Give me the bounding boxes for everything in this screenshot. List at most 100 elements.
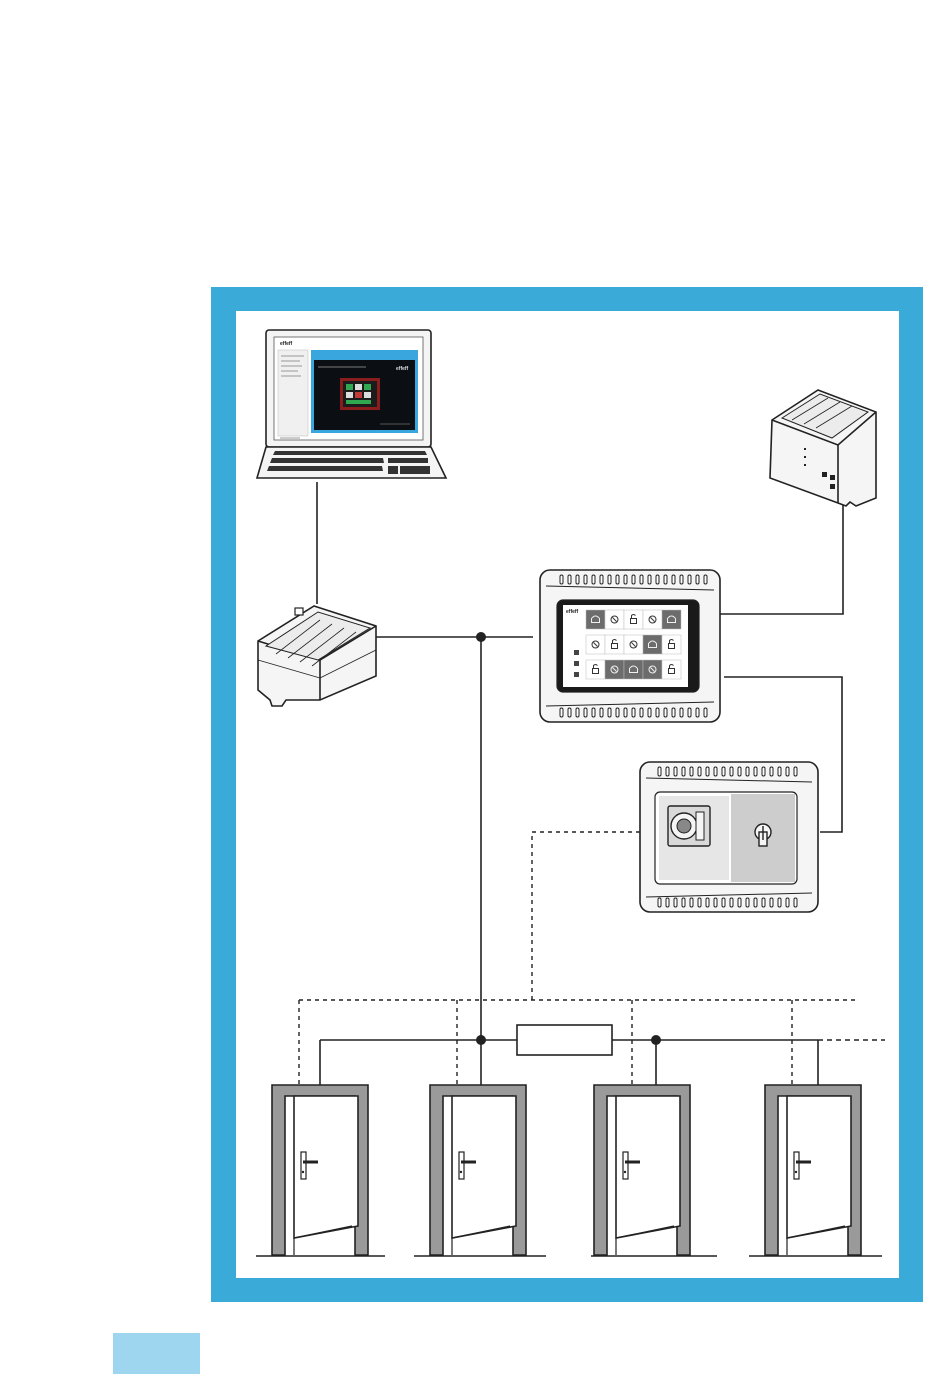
vent-slot bbox=[592, 708, 595, 717]
vent-slot bbox=[568, 575, 571, 584]
vent-slot bbox=[690, 898, 693, 907]
vent-slot bbox=[730, 898, 733, 907]
vent-slot bbox=[746, 898, 749, 907]
vent-slot bbox=[672, 708, 675, 717]
vent-slot bbox=[762, 767, 765, 776]
junction-dot bbox=[476, 632, 486, 642]
control-tile bbox=[662, 660, 681, 679]
vent-slot bbox=[666, 767, 669, 776]
vent-slot bbox=[706, 767, 709, 776]
vent-slot bbox=[690, 767, 693, 776]
vent-slot bbox=[584, 575, 587, 584]
control-tile bbox=[624, 660, 643, 679]
vent-slot bbox=[664, 708, 667, 717]
vent-slot bbox=[632, 708, 635, 717]
control-tile bbox=[624, 610, 643, 629]
vent-slot bbox=[794, 898, 797, 907]
vent-slot bbox=[704, 575, 707, 584]
vent-slot bbox=[600, 575, 603, 584]
vent-slot bbox=[576, 575, 579, 584]
vent-slot bbox=[640, 575, 643, 584]
vent-slot bbox=[680, 708, 683, 717]
vent-slot bbox=[706, 898, 709, 907]
vent-slot bbox=[786, 898, 789, 907]
vent-slot bbox=[688, 708, 691, 717]
vent-slot bbox=[698, 767, 701, 776]
control-panel-logo: effeff bbox=[566, 609, 579, 615]
vent-slot bbox=[674, 898, 677, 907]
vent-slot bbox=[738, 898, 741, 907]
vent-slot bbox=[664, 575, 667, 584]
vent-slot bbox=[714, 767, 717, 776]
vent-slot bbox=[722, 898, 725, 907]
vent-slot bbox=[608, 708, 611, 717]
control-tile bbox=[586, 660, 605, 679]
control-panel-side-icons bbox=[574, 650, 579, 677]
vent-slot bbox=[688, 575, 691, 584]
vent-slot bbox=[584, 708, 587, 717]
vent-slot bbox=[616, 708, 619, 717]
vent-slot bbox=[600, 708, 603, 717]
vent-slot bbox=[746, 767, 749, 776]
vent-slot bbox=[680, 575, 683, 584]
control-tile bbox=[586, 610, 605, 629]
vent-slot bbox=[762, 898, 765, 907]
vent-slot bbox=[648, 708, 651, 717]
vent-slot bbox=[608, 575, 611, 584]
vent-slot bbox=[640, 708, 643, 717]
vent-slot bbox=[696, 708, 699, 717]
vent-slot bbox=[738, 767, 741, 776]
vent-slot bbox=[786, 767, 789, 776]
vent-slot bbox=[648, 575, 651, 584]
vent-slot bbox=[576, 708, 579, 717]
vent-slot bbox=[674, 767, 677, 776]
vent-slot bbox=[722, 767, 725, 776]
control-tile bbox=[662, 635, 681, 654]
vent-slot bbox=[754, 767, 757, 776]
control-panel-tile-grid bbox=[586, 610, 681, 679]
vent-slot bbox=[658, 898, 661, 907]
vent-slot bbox=[754, 898, 757, 907]
vent-slot bbox=[698, 898, 701, 907]
vent-slot bbox=[560, 575, 563, 584]
vent-slot bbox=[696, 575, 699, 584]
vent-slot bbox=[624, 575, 627, 584]
vent-slot bbox=[682, 767, 685, 776]
bus-module-box bbox=[517, 1025, 612, 1055]
vent-slot bbox=[658, 767, 661, 776]
vent-slot bbox=[568, 708, 571, 717]
vent-slot bbox=[666, 898, 669, 907]
vent-slot bbox=[770, 767, 773, 776]
control-tile bbox=[662, 610, 681, 629]
vent-slot bbox=[770, 898, 773, 907]
vent-slot bbox=[714, 898, 717, 907]
junction-dot bbox=[476, 1035, 486, 1045]
vent-slot bbox=[794, 767, 797, 776]
control-tile bbox=[643, 635, 662, 654]
vent-slot bbox=[656, 708, 659, 717]
emergency-button-icon bbox=[668, 806, 710, 846]
vent-slot bbox=[730, 767, 733, 776]
key-switch-panel bbox=[640, 762, 818, 912]
junction-dot bbox=[651, 1035, 661, 1045]
vent-slot bbox=[672, 575, 675, 584]
laptop-app-logo: effeff bbox=[396, 366, 409, 372]
laptop-device-image bbox=[340, 378, 380, 410]
laptop: effeff effeff bbox=[257, 330, 446, 478]
control-panel: effeff bbox=[540, 570, 720, 722]
vent-slot bbox=[656, 575, 659, 584]
page-tab bbox=[113, 1333, 200, 1374]
vent-slot bbox=[778, 898, 781, 907]
laptop-brand-logo: effeff bbox=[280, 341, 293, 347]
vent-slot bbox=[704, 708, 707, 717]
control-tile bbox=[605, 635, 624, 654]
vent-slot bbox=[592, 575, 595, 584]
vent-slot bbox=[778, 767, 781, 776]
vent-slot bbox=[632, 575, 635, 584]
vent-slot bbox=[682, 898, 685, 907]
vent-slot bbox=[624, 708, 627, 717]
laptop-sidebar bbox=[278, 350, 308, 436]
vent-slot bbox=[560, 708, 563, 717]
vent-slot bbox=[616, 575, 619, 584]
